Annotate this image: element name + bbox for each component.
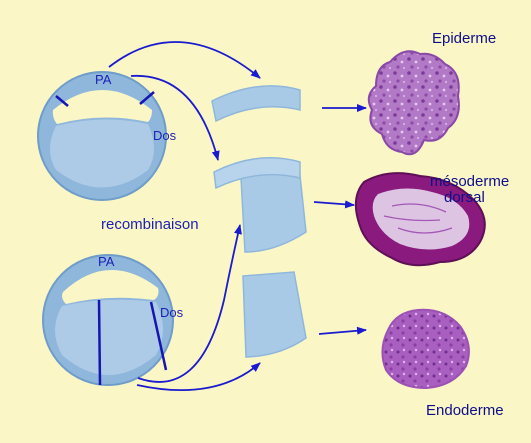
label-mesoderme-line2: dorsal: [444, 189, 485, 206]
cut-line-diagonal: [149, 301, 168, 371]
label-dos-top: Dos: [153, 128, 177, 143]
arrows: [108, 41, 367, 392]
label-dos-bottom: Dos: [160, 305, 184, 320]
arrow-vegetal-to-explant: [136, 362, 261, 392]
cut-line-left: [55, 95, 69, 107]
explant-cap-alone: [211, 85, 301, 123]
arrow-cap-to-explant: [108, 41, 261, 79]
arrow-to-endoderme: [318, 326, 367, 335]
blastocoel-bottom: [62, 269, 159, 304]
label-mesoderme-line1: mésoderme: [430, 173, 509, 190]
label-epiderme: Epiderme: [432, 30, 496, 47]
arrow-cap-to-recombinant: [130, 75, 220, 161]
embryo-bottom: PA Dos: [42, 254, 184, 386]
label-recombinaison: recombinaison: [101, 216, 199, 233]
cut-line-vertical: [97, 299, 102, 386]
label-pa-top: PA: [95, 72, 112, 87]
arrow-to-mesoderme: [313, 200, 355, 209]
explant-vegetal-alone: [242, 271, 307, 358]
tissue-endoderme: [381, 308, 470, 390]
cut-line-right: [139, 91, 155, 105]
label-pa-bottom: PA: [98, 254, 115, 269]
tissue-epiderme: [367, 50, 460, 156]
embryo-top: PA Dos: [37, 71, 177, 201]
label-endoderme: Endoderme: [426, 402, 504, 419]
explant-recombinant: [213, 157, 307, 253]
blastocoel-top: [52, 90, 153, 124]
arrow-dorsal-to-recombinant: [137, 224, 242, 383]
